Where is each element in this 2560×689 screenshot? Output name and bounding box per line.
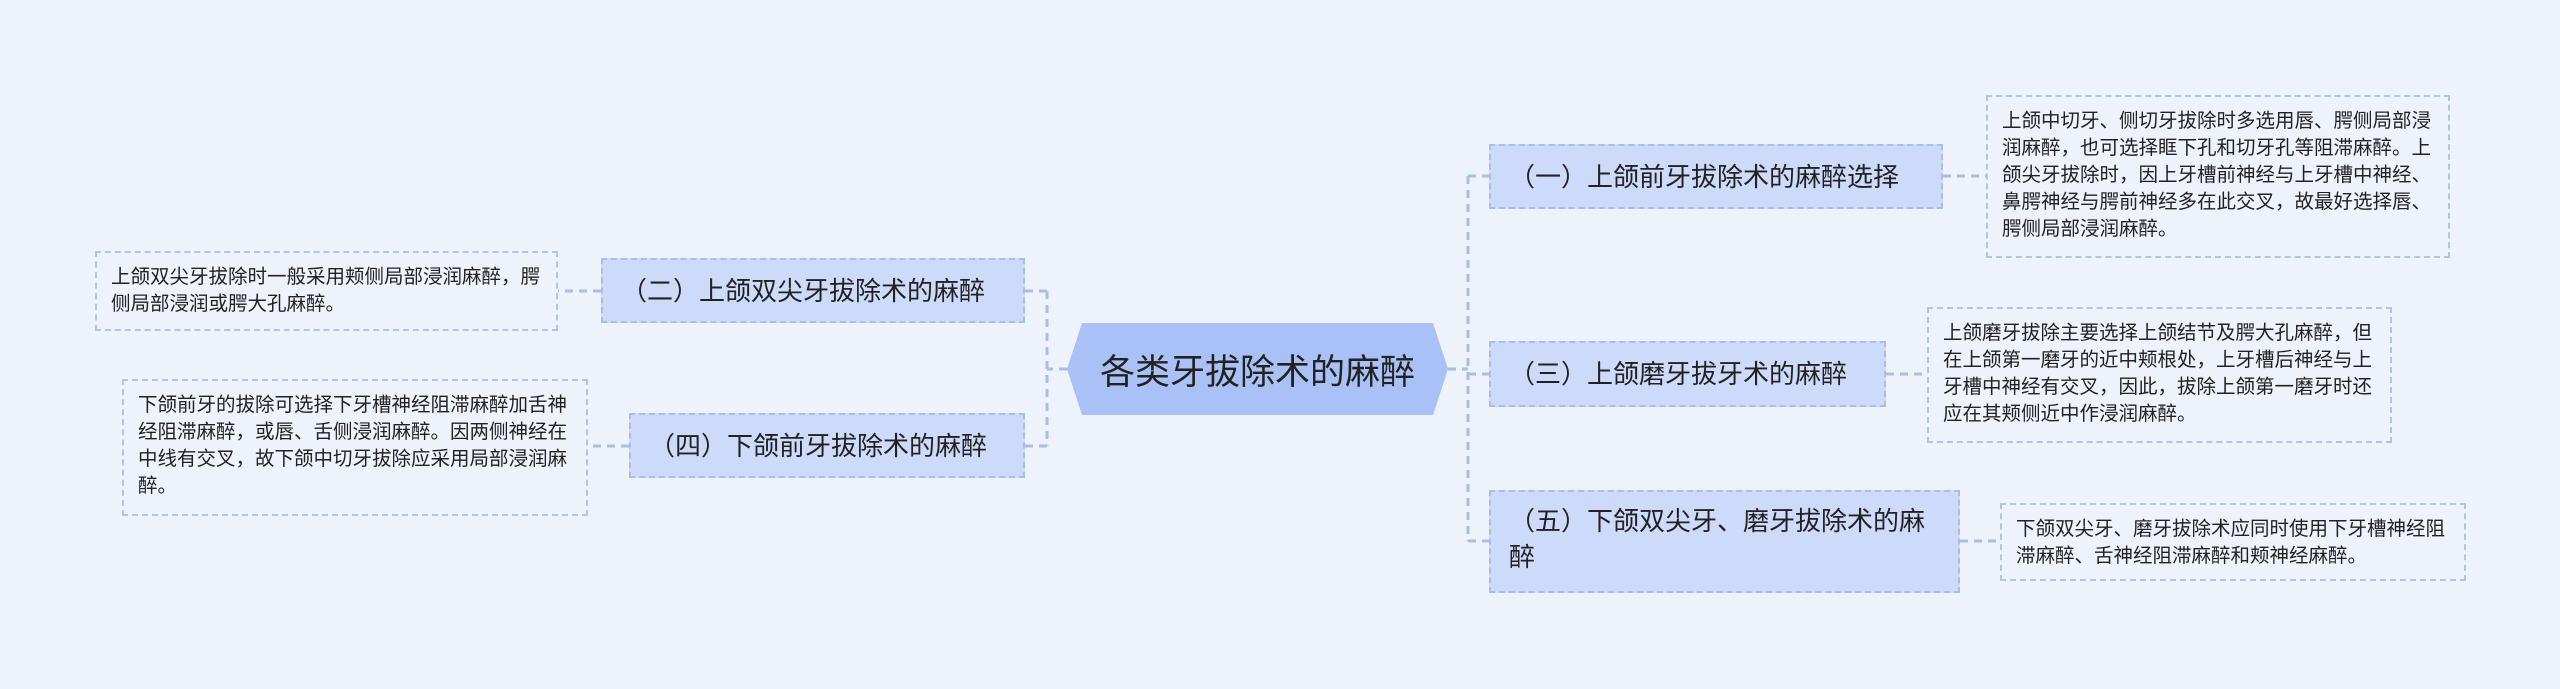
branch-label: （一）上颌前牙拔除术的麻醉选择 xyxy=(1509,163,1900,193)
branch-label: （四）下颌前牙拔除术的麻醉 xyxy=(649,432,988,462)
detail-node-2[interactable]: 上颌双尖牙拔除时一般采用颊侧局部浸润麻醉，腭侧局部浸润或腭大孔麻醉。 xyxy=(95,251,558,331)
detail-text: 上颌中切牙、侧切牙拔除时多选用唇、腭侧局部浸润麻醉，也可选择眶下孔和切牙孔等阻滞… xyxy=(2002,109,2432,240)
detail-node-5[interactable]: 下颌双尖牙、磨牙拔除术应同时使用下牙槽神经阻滞麻醉、舌神经阻滞麻醉和颊神经麻醉。 xyxy=(2000,503,2466,581)
detail-text: 下颌双尖牙、磨牙拔除术应同时使用下牙槽神经阻滞麻醉、舌神经阻滞麻醉和颊神经麻醉。 xyxy=(2016,517,2446,567)
detail-text: 上颌双尖牙拔除时一般采用颊侧局部浸润麻醉，腭侧局部浸润或腭大孔麻醉。 xyxy=(111,265,541,315)
detail-node-4[interactable]: 下颌前牙的拔除可选择下牙槽神经阻滞麻醉加舌神经阻滞麻醉，或唇、舌侧浸润麻醉。因两… xyxy=(122,379,588,516)
branch-label: （五）下颌双尖牙、磨牙拔除术的麻醉 xyxy=(1509,507,1926,573)
branch-node-5[interactable]: （五）下颌双尖牙、磨牙拔除术的麻醉 xyxy=(1489,490,1960,593)
branch-node-3[interactable]: （三）上颌磨牙拔牙术的麻醉 xyxy=(1489,341,1886,407)
detail-node-3[interactable]: 上颌磨牙拔除主要选择上颌结节及腭大孔麻醉，但在上颌第一磨牙的近中颊根处，上牙槽后… xyxy=(1927,307,2392,443)
branch-node-1[interactable]: （一）上颌前牙拔除术的麻醉选择 xyxy=(1489,144,1943,209)
branch-node-2[interactable]: （二）上颌双尖牙拔除术的麻醉 xyxy=(601,258,1025,323)
branch-node-4[interactable]: （四）下颌前牙拔除术的麻醉 xyxy=(629,413,1025,478)
branch-label: （二）上颌双尖牙拔除术的麻醉 xyxy=(621,277,986,307)
detail-node-1[interactable]: 上颌中切牙、侧切牙拔除时多选用唇、腭侧局部浸润麻醉，也可选择眶下孔和切牙孔等阻滞… xyxy=(1986,95,2450,258)
detail-text: 下颌前牙的拔除可选择下牙槽神经阻滞麻醉加舌神经阻滞麻醉，或唇、舌侧浸润麻醉。因两… xyxy=(138,393,568,497)
root-topic-label: 各类牙拔除术的麻醉 xyxy=(1099,352,1415,393)
branch-label: （三）上颌磨牙拔牙术的麻醉 xyxy=(1509,360,1848,390)
detail-text: 上颌磨牙拔除主要选择上颌结节及腭大孔麻醉，但在上颌第一磨牙的近中颊根处，上牙槽后… xyxy=(1943,321,2373,425)
root-topic[interactable]: 各类牙拔除术的麻醉 xyxy=(1067,323,1448,415)
